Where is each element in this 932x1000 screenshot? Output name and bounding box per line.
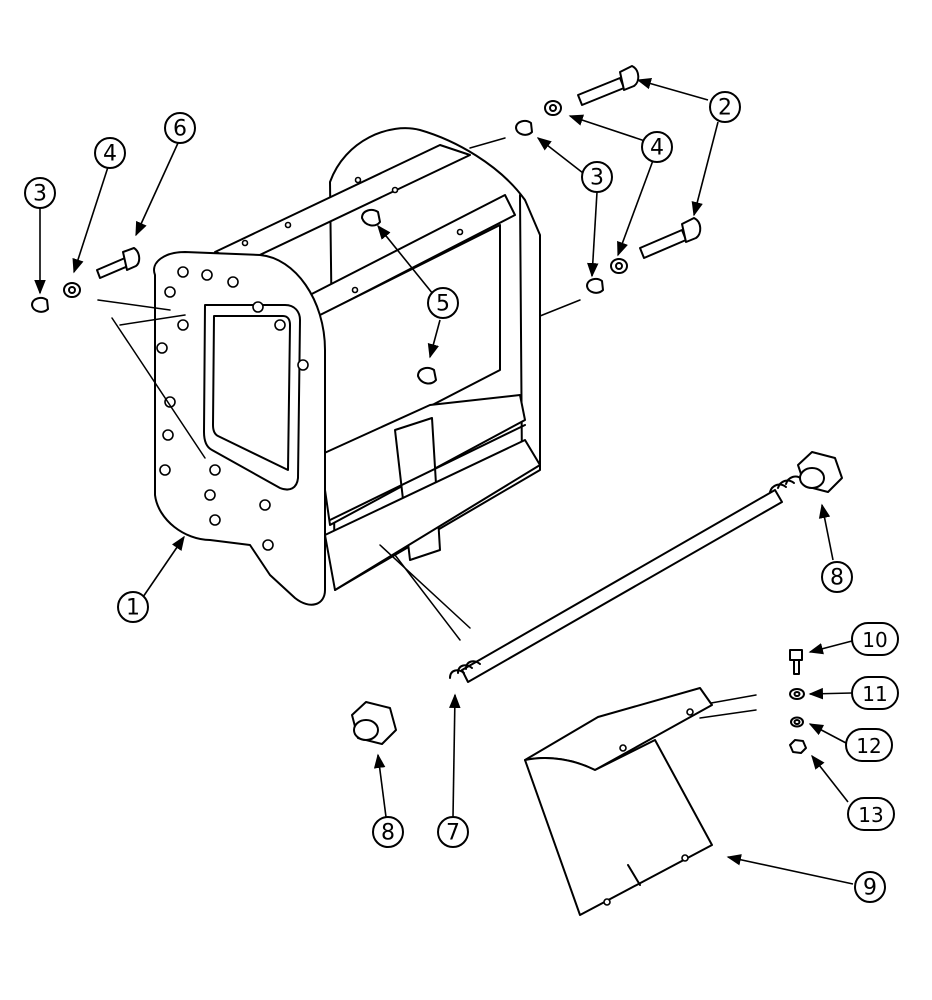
- callout-13-label: 13: [858, 803, 883, 827]
- callout-8-upper: 8: [821, 561, 853, 593]
- callout-10-label: 10: [862, 628, 887, 652]
- nut-large-lower: [351, 701, 397, 745]
- washer-flat-small: [789, 688, 805, 700]
- callout-1: 1: [117, 591, 149, 623]
- callout-3-right: 3: [581, 161, 613, 193]
- callout-9-label: 9: [863, 876, 877, 901]
- callout-2: 2: [709, 91, 741, 123]
- callout-12-label: 12: [856, 734, 881, 758]
- bolt-upper-right: [577, 65, 640, 106]
- washer-lower-right: [610, 258, 628, 274]
- shield-plate: [524, 687, 713, 916]
- callout-5-label: 5: [436, 292, 450, 317]
- callout-8-lower-label: 8: [381, 821, 395, 846]
- housing-part: [153, 127, 541, 606]
- callout-7-label: 7: [446, 821, 460, 846]
- threaded-rod: [449, 475, 803, 683]
- callout-6: 6: [164, 112, 196, 144]
- callout-3-left: 3: [24, 177, 56, 209]
- nut-lower-right: [586, 277, 604, 294]
- callout-10: 10: [851, 622, 899, 656]
- callout-12: 12: [845, 728, 893, 762]
- callout-4-left: 4: [94, 137, 126, 169]
- callout-3-left-label: 3: [33, 182, 47, 207]
- callout-11: 11: [851, 676, 899, 710]
- callout-8-lower: 8: [372, 816, 404, 848]
- callout-3-right-label: 3: [590, 166, 604, 191]
- bolt-left: [96, 247, 141, 279]
- washer-lock-small: [790, 716, 804, 728]
- nut-upper-right: [515, 119, 533, 136]
- callout-2-label: 2: [718, 96, 732, 121]
- callout-1-label: 1: [126, 596, 140, 621]
- nut-large-upper: [797, 451, 843, 493]
- callout-7: 7: [437, 816, 469, 848]
- callout-5: 5: [427, 287, 459, 319]
- washer-upper-right: [544, 100, 562, 116]
- callout-13: 13: [847, 797, 895, 831]
- leader-lines: [34, 78, 854, 885]
- callout-4-left-label: 4: [103, 142, 117, 167]
- bolt-small: [789, 649, 803, 675]
- bolt-lower-right: [639, 217, 702, 259]
- callout-9: 9: [854, 871, 886, 903]
- callout-6-label: 6: [173, 117, 187, 142]
- callout-4-right: 4: [641, 131, 673, 163]
- callout-4-right-label: 4: [650, 136, 664, 161]
- nut-small: [789, 739, 807, 754]
- washer-left: [63, 282, 81, 298]
- nut-left: [31, 296, 49, 313]
- callout-11-label: 11: [862, 682, 887, 706]
- callout-8-upper-label: 8: [830, 566, 844, 591]
